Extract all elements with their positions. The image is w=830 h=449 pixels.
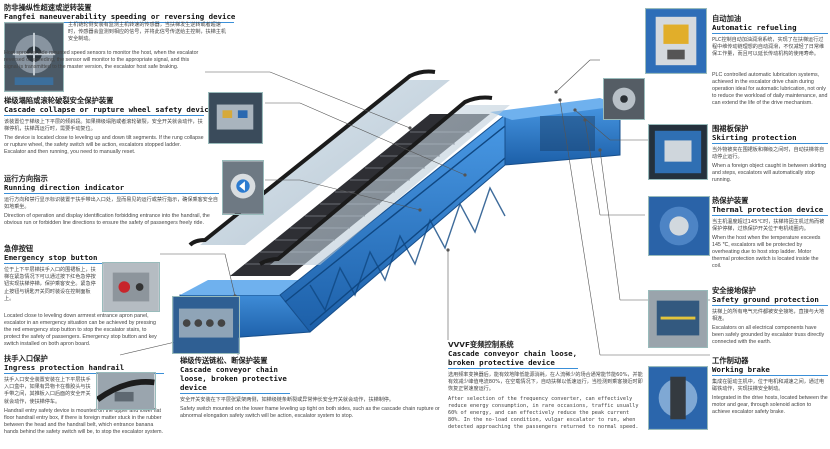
section-brake: 工作制动器 Working brake 集成在驱动主机中，位于电机和减速之间，通… — [712, 356, 828, 416]
section-title-en: Working brake — [712, 365, 828, 376]
section-running-direction: 运行方向指示 Running direction indicator 运行方向和… — [4, 174, 219, 227]
body-en: The device is located close to leveling … — [4, 135, 204, 156]
section-title-en: Emergency stop button — [4, 253, 154, 264]
section-title-cn: 防非操纵性超速或逆转装置 — [4, 3, 92, 12]
body-cn: 位于上下平层梯扶手入口的围裙板上，扶梯在紧急情况下可以通过按下红色急停按钮实现扶… — [4, 267, 96, 302]
section-speed-reversing-body: 主机链轮侧安装有监测主机转速的传感器，当扶梯发生逆转或者超速时，传感器会监测到相… — [68, 22, 228, 46]
section-chain-loose: 梯级传送链松、断保护装置 Cascade conveyor chain loos… — [180, 356, 440, 420]
section-title-en: Thermal protection device — [712, 205, 828, 216]
collapse-photo — [208, 92, 263, 144]
section-speed-reversing: 防非操纵性超速或逆转装置 Fangfei maneuverability spe… — [4, 3, 236, 26]
section-emergency-stop-en: Located close to leveling down armrest e… — [4, 313, 164, 348]
body-cn: PLC控制自动加油润滑系统，实现了在扶梯运行过程中维传动链理想的自动润滑，不仅减… — [712, 37, 825, 58]
section-title-en: Automatic refueling — [712, 23, 828, 34]
body-cn: 集成在驱动主机中，位于电机和减速之间，通过电磁铁动作，实现扶梯安全制动。 — [712, 379, 825, 393]
section-auto-refueling: 自动加油 Automatic refueling PLC控制自动加油润滑系统，实… — [712, 14, 828, 61]
body-cn: 运行方向和禁行显示标识装置于扶手带出入口处，显而易见的运行或禁行指示，确保乘客安… — [4, 197, 218, 211]
body-en: After selection of the frequency convert… — [448, 395, 639, 430]
section-title-en: Fangfei maneuverability speeding or reve… — [4, 12, 236, 23]
chain-photo — [172, 296, 240, 354]
section-ingress-handrail: 扶手入口保护 Ingress protection handrail 扶手入口安… — [4, 354, 164, 435]
section-speed-reversing-en-body: Host sprocket side mounted speed sensors… — [4, 50, 228, 71]
section-ground: 安全接地保护 Safety ground protection 扶梯上的所有电气… — [712, 286, 828, 346]
section-title-en: Cascade collapse or rupture wheel safety… — [4, 105, 214, 116]
body-en: Handrail entry safety device is mounted … — [4, 407, 163, 435]
section-title-cn: 梯级塌陷或滚轮破裂安全保护装置 — [4, 96, 114, 105]
section-title-cn: 自动加油 — [712, 14, 742, 23]
section-title-cn: 急停按钮 — [4, 244, 34, 253]
body-en: When the host when the temperature excee… — [712, 235, 821, 270]
section-title-cn: 扶手入口保护 — [4, 354, 48, 363]
body-cn: 选用频率变换器后，能有效地降低能源消耗，在人流稀少的场合通常能节能60%，并能有… — [448, 372, 643, 393]
section-title-en: Cascade conveyor chain loose, broken pro… — [448, 349, 578, 369]
body-en: Direction of operation and display ident… — [4, 213, 210, 227]
section-title-cn: 工作制动器 — [712, 356, 749, 365]
skirt-photo — [648, 124, 708, 180]
body-en: Host sprocket side mounted speed sensors… — [4, 50, 199, 70]
body-cn: 该装置位于梯级上下平层的倾斜段。如果梯级塌陷或者滚轮破裂，安全开关就会动作，扶梯… — [4, 119, 203, 133]
section-thermal: 热保护装置 Thermal protection device 当主机温度超过1… — [712, 196, 828, 270]
section-title-en: Skirting protection — [712, 133, 828, 144]
section-emergency-stop: 急停按钮 Emergency stop button 位于上下平层梯扶手入口的围… — [4, 244, 154, 305]
body-cn: 扶手入口安全装置安装在上下平层扶手入口盒中，如果有异物卡在橡胶头与扶手带之间，其… — [4, 377, 91, 405]
section-title-cn: 运行方向指示 — [4, 174, 48, 183]
emergency-photo — [102, 262, 160, 312]
section-vvvf: VVVF变频控制系统 Cascade conveyor chain loose,… — [448, 340, 643, 431]
section-title-cn: 热保护装置 — [712, 196, 749, 205]
direction-photo — [222, 160, 264, 215]
section-cascade-collapse: 梯级塌陷或滚轮破裂安全保护装置 Cascade collapse or rupt… — [4, 96, 214, 156]
section-title-en: Cascade conveyor chain loose, broken pro… — [180, 365, 290, 394]
section-title-en: Safety ground protection — [712, 295, 828, 306]
body-en: Safety switch mounted on the lower frame… — [180, 406, 440, 420]
body-en: Escalators on all electrical components … — [712, 325, 825, 346]
section-title-en: Running direction indicator — [4, 183, 219, 194]
body-cn: 当外物被夹在围裙板和梯级之间时，自动扶梯将自动停止运行。 — [712, 147, 825, 161]
body-en: Integrated in the drive hosts, located b… — [712, 395, 828, 416]
handrail-photo — [96, 372, 156, 410]
body-cn: 当主机温度超过145℃时，扶梯将因主机过热而被保护停梯，过热保护开关位于电机线圈… — [712, 219, 825, 233]
section-title-cn: 梯级传送链松、断保护装置 — [180, 356, 268, 365]
body-en: PLC controlled automatic lubrication sys… — [712, 72, 828, 106]
refuel-photo-2 — [603, 78, 645, 120]
sprocket-photo — [4, 22, 64, 92]
section-auto-refueling-en: PLC controlled automatic lubrication sys… — [712, 72, 828, 107]
refuel-photo — [645, 8, 707, 74]
section-title-cn: VVVF变频控制系统 — [448, 340, 514, 349]
body-cn: 扶梯上的所有电气元件都被安全接地，直接与大地相连。 — [712, 309, 825, 323]
body-cn: 主机链轮侧安装有监测主机转速的传感器，当扶梯发生逆转或者超速时，传感器会监测到相… — [68, 22, 226, 43]
thermal-photo — [648, 196, 710, 256]
ground-photo — [648, 290, 708, 348]
section-skirting: 围裙板保护 Skirting protection 当外物被夹在围裙板和梯级之间… — [712, 124, 828, 184]
body-en: When a foreign object caught in between … — [712, 163, 827, 184]
body-en: Located close to leveling down armrest e… — [4, 313, 157, 347]
brake-photo — [648, 366, 708, 430]
body-cn: 安全开关安装在下平层张紧架两侧，如梯级链条断裂或异常伸长安全开关就会动作，扶梯制… — [180, 397, 394, 403]
section-title-en: Ingress protection handrail — [4, 363, 164, 374]
section-title-cn: 安全接地保护 — [712, 286, 756, 295]
section-title-cn: 围裙板保护 — [712, 124, 749, 133]
